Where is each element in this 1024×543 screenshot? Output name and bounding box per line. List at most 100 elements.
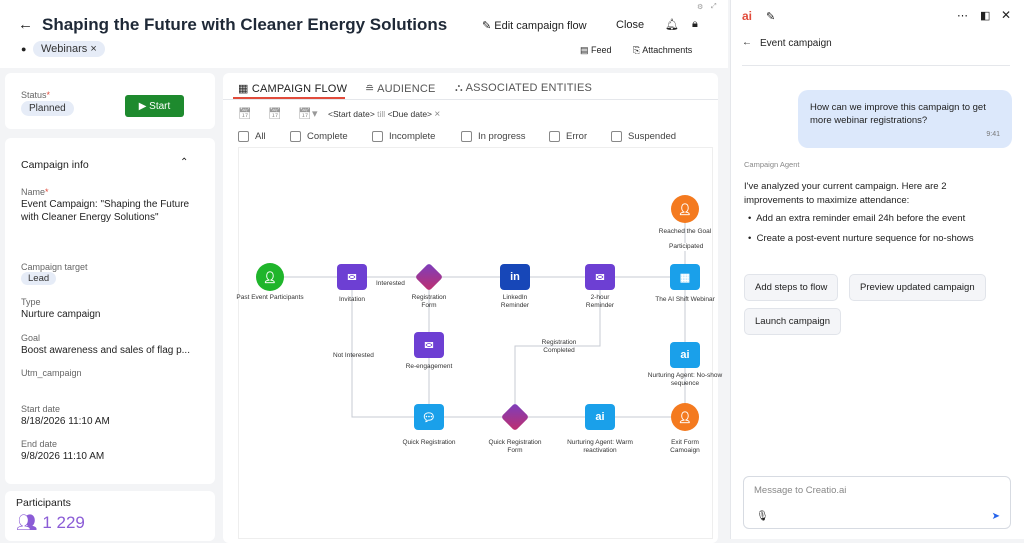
- field-value-start-date[interactable]: 8/18/2026 11:10 AM: [21, 416, 110, 427]
- node-label: Quick Registration: [402, 439, 456, 446]
- expand-icon[interactable]: ⤢: [711, 3, 717, 10]
- divider: [223, 99, 718, 100]
- clear-date-icon: ×: [434, 109, 441, 120]
- agent-bullet: • Add an extra reminder email 24h before…: [748, 213, 966, 224]
- edge-label-registration-completed: Registration Completed: [541, 339, 577, 354]
- tag-chip[interactable]: Webinars ×: [33, 41, 105, 57]
- participants-label: Participants: [16, 497, 71, 509]
- field-value-target[interactable]: Lead: [21, 272, 57, 285]
- filter-complete[interactable]: Complete: [290, 131, 348, 142]
- more-icon[interactable]: ⋯: [957, 10, 968, 22]
- agent-message: I've analyzed your current campaign. Her…: [744, 181, 947, 206]
- field-value-end-date[interactable]: 9/8/2026 11:10 AM: [21, 451, 105, 462]
- flow-node-reached-goal[interactable]: 👤︎: [671, 195, 699, 223]
- field-value-name[interactable]: Event Campaign: "Shaping the Future with…: [21, 199, 190, 223]
- filter-in-progress[interactable]: In progress: [461, 131, 526, 142]
- user-message: How can we improve this campaign to get …: [798, 90, 1012, 148]
- edge-label-interested: Interested: [376, 280, 405, 287]
- flow-node-linkedin[interactable]: in: [500, 264, 530, 290]
- agent-name: Campaign Agent: [744, 160, 800, 169]
- node-label: Past Event Participants: [236, 294, 304, 301]
- chat-back-icon[interactable]: ←: [742, 37, 752, 48]
- node-label: Invitation: [338, 296, 366, 303]
- chat-placeholder: Message to Creatio.ai: [754, 485, 847, 496]
- message-time: 9:41: [986, 131, 1000, 138]
- field-label-goal: Goal: [21, 333, 41, 343]
- filter-all[interactable]: All: [238, 131, 266, 142]
- chat-input[interactable]: Message to Creatio.ai 🎙︎ ➤: [743, 476, 1011, 529]
- flow-node-exit-form[interactable]: 👤︎: [671, 403, 699, 431]
- attachments-button[interactable]: ⎘ Attachments: [633, 45, 693, 55]
- people-icon: 👥︎: [16, 513, 38, 532]
- flow-node-invitation[interactable]: ✉: [337, 264, 367, 290]
- flow-node-nurturing-noshow[interactable]: ai: [670, 342, 700, 368]
- filter-suspended[interactable]: Suspended: [611, 131, 676, 142]
- flow-node-webinar[interactable]: ▦: [670, 264, 700, 290]
- creatio-ai-logo: ai: [742, 9, 753, 23]
- page-header: [0, 0, 728, 68]
- tab-associated-entities[interactable]: ⛬ ASSOCIATED ENTITIES: [455, 82, 593, 94]
- node-label: 2-hour Reminder: [585, 294, 615, 309]
- tag-label: Webinars: [41, 43, 88, 55]
- close-chat-icon[interactable]: ✕: [1001, 8, 1012, 22]
- start-button[interactable]: ▶ Start: [125, 95, 184, 117]
- edge-label-participated: Participated: [669, 243, 704, 251]
- feed-button[interactable]: ▤ Feed: [580, 45, 612, 55]
- flow-node-re-engagement[interactable]: ✉: [414, 332, 444, 358]
- preview-campaign-button[interactable]: Preview updated campaign: [849, 274, 986, 301]
- microphone-icon[interactable]: 🎙︎: [756, 511, 769, 522]
- back-arrow-icon[interactable]: ←: [18, 16, 33, 33]
- tab-audience[interactable]: ≘ AUDIENCE: [365, 83, 436, 95]
- node-label: Nurturing Agent: No-show sequence: [647, 372, 723, 387]
- user-message-text: How can we improve this campaign to get …: [810, 102, 986, 126]
- close-button[interactable]: Close: [616, 19, 645, 31]
- settings-icon[interactable]: ⚙: [697, 4, 704, 11]
- flow-node-nurturing-warm[interactable]: ai: [585, 404, 615, 430]
- status-label: Status*: [21, 90, 51, 100]
- status-value[interactable]: Planned: [21, 101, 74, 116]
- field-label-start-date: Start date: [21, 404, 61, 414]
- launch-campaign-button[interactable]: Launch campaign: [744, 308, 841, 335]
- page-title: Shaping the Future with Cleaner Energy S…: [42, 15, 448, 34]
- calendar-due-icon[interactable]: 📅︎: [268, 108, 282, 120]
- panel-toggle-icon[interactable]: ◧: [980, 10, 991, 22]
- edge: [514, 290, 601, 405]
- flow-node-2h-reminder[interactable]: ✉: [585, 264, 615, 290]
- agent-bullet: • Create a post-event nurture sequence f…: [748, 233, 974, 244]
- campaign-info-card: [5, 138, 215, 484]
- field-label-end-date: End date: [21, 439, 58, 449]
- tab-campaign-flow[interactable]: ▦ CAMPAIGN FLOW: [238, 83, 348, 95]
- send-icon[interactable]: ➤: [991, 511, 1000, 522]
- flow-canvas[interactable]: [238, 147, 713, 539]
- calendar-range-dropdown-icon[interactable]: 📅︎▾: [298, 108, 318, 120]
- field-value-goal[interactable]: Boost awareness and sales of flag p...: [21, 345, 190, 356]
- field-value-type[interactable]: Nurture campaign: [21, 309, 101, 320]
- add-steps-button[interactable]: Add steps to flow: [744, 274, 839, 301]
- new-chat-icon[interactable]: ✎: [766, 11, 776, 23]
- field-label-utm: Utm_campaign: [21, 368, 82, 378]
- campaign-info-title: Campaign info: [21, 159, 89, 171]
- chat-title: Event campaign: [760, 38, 832, 49]
- participants-count: 👥︎ 1 229: [16, 513, 85, 532]
- chat-panel: [730, 0, 1024, 539]
- edit-flow-button[interactable]: ✎ Edit campaign flow: [482, 20, 587, 32]
- node-label: Exit Form Camoaign: [670, 439, 700, 454]
- flow-node-past-event[interactable]: 👤︎: [256, 263, 284, 291]
- filter-incomplete[interactable]: Incomplete: [372, 131, 435, 142]
- feed-label: Feed: [591, 45, 612, 55]
- calendar-start-icon[interactable]: 📅︎: [238, 108, 252, 120]
- edit-flow-label: Edit campaign flow: [494, 20, 587, 32]
- field-label-name: Name*: [21, 187, 49, 197]
- bell-icon[interactable]: 🔔︎: [665, 19, 679, 31]
- collapse-chevron-icon[interactable]: ⌃: [180, 157, 189, 168]
- participants-card: [5, 491, 215, 541]
- edge-label-not-interested: Not Interested: [333, 352, 374, 359]
- date-filter[interactable]: <Start date> till <Due date> ×: [328, 109, 441, 120]
- node-label: Reached the Goal: [658, 228, 712, 235]
- edge: [351, 290, 414, 418]
- filter-error[interactable]: Error: [549, 131, 587, 142]
- lock-icon[interactable]: 🔒︎: [692, 18, 698, 30]
- active-tab-indicator: [233, 97, 345, 99]
- flow-node-quick-registration[interactable]: 💬︎: [414, 404, 444, 430]
